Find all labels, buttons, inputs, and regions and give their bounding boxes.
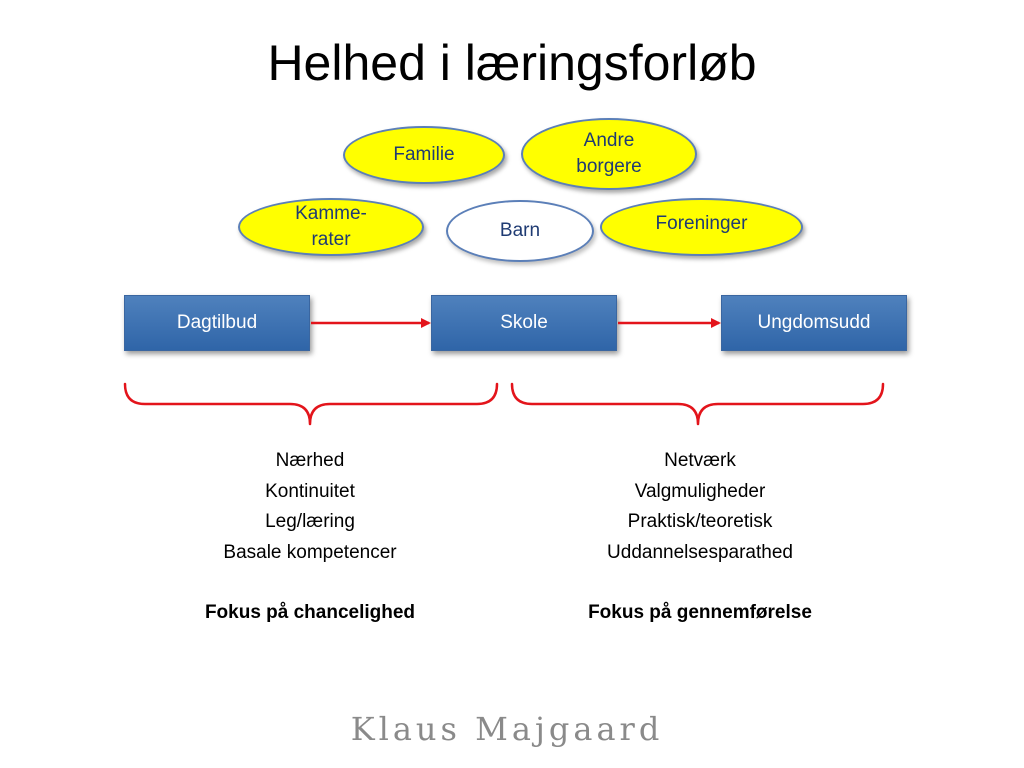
node-kammerater: Kamme- rater	[238, 198, 424, 256]
left-item: Basale kompetencer	[223, 541, 397, 563]
right-item: Valgmuligheder	[634, 480, 766, 502]
flow-box-dagtilbud-label: Dagtilbud	[176, 312, 258, 333]
left-item: Kontinuitet	[265, 480, 355, 502]
right-column: Netværk Valgmuligheder Praktisk/teoretis…	[540, 446, 860, 629]
node-andre-borgere-label: Andre borgere	[576, 130, 642, 177]
flow-box-dagtilbud: Dagtilbud	[124, 295, 310, 351]
flow-box-ungdomsudd-label: Ungdomsudd	[757, 312, 871, 333]
flow-box-skole-label: Skole	[500, 312, 548, 333]
node-familie: Familie	[343, 126, 505, 184]
flow-box-skole: Skole	[431, 295, 617, 351]
left-item: Leg/læring	[265, 511, 355, 532]
flow-box-ungdomsudd: Ungdomsudd	[721, 295, 907, 351]
right-focus: Fokus på gennemførelse	[588, 602, 812, 623]
page-title: Helhed i læringsforløb	[267, 35, 757, 91]
node-andre-borgere: Andre borgere	[521, 118, 697, 190]
brace-right	[510, 382, 885, 426]
node-familie-label: Familie	[393, 144, 455, 166]
node-foreninger-label: Foreninger	[655, 213, 748, 235]
node-kammerater-label: Kamme- rater	[295, 203, 367, 250]
right-item: Praktisk/teoretisk	[627, 511, 773, 532]
left-item: Nærhed	[275, 450, 345, 471]
node-barn-label: Barn	[499, 220, 541, 242]
node-foreninger: Foreninger	[600, 198, 803, 256]
node-barn: Barn	[446, 200, 594, 262]
right-item: Uddannelsesparathed	[607, 541, 793, 563]
left-focus: Fokus på chancelighed	[204, 602, 416, 623]
brace-left	[123, 382, 499, 426]
left-column: Nærhed Kontinuitet Leg/læring Basale kom…	[150, 446, 470, 629]
author-signature: Klaus Majgaard	[350, 710, 664, 748]
right-item: Netværk	[664, 450, 736, 471]
